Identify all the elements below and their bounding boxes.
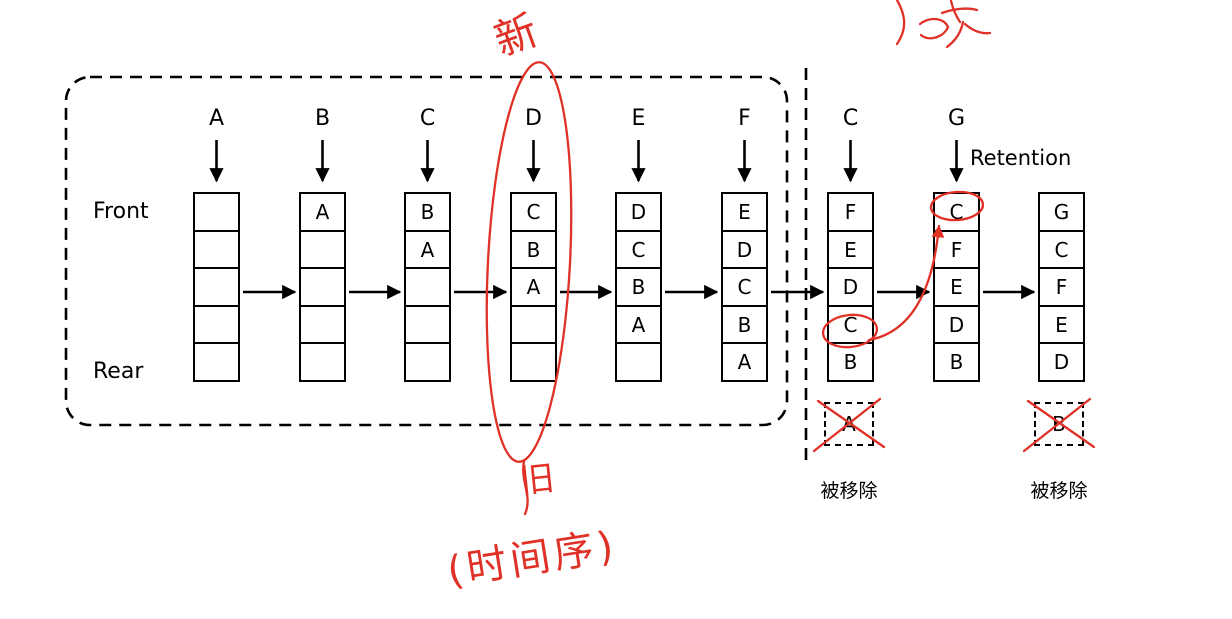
- queue-cell: F: [1038, 267, 1085, 307]
- queue-cell: [615, 342, 662, 382]
- queue-cell: B: [933, 342, 980, 382]
- queue-cell: B: [615, 267, 662, 307]
- queue-cell: A: [615, 304, 662, 345]
- insert-letter-4: D: [525, 106, 542, 131]
- queue-column-9: G C F E D: [1038, 192, 1085, 382]
- queue-column-4: C B A: [510, 192, 557, 382]
- queue-cell: E: [721, 192, 768, 232]
- front-label: Front: [93, 199, 149, 224]
- queue-cell: B: [721, 304, 768, 345]
- queue-cell: B: [404, 192, 451, 232]
- handwritten-new-annotation: 新: [487, 5, 545, 66]
- queue-column-2: A: [299, 192, 346, 382]
- queue-cell: D: [615, 192, 662, 232]
- removed-letter-b: B: [1052, 412, 1066, 436]
- red-handwriting-topright-stroke-6: [963, 22, 992, 35]
- removed-label-b: 被移除: [1030, 480, 1088, 502]
- retention-label: Retention: [970, 146, 1072, 170]
- insert-letter-5: E: [631, 106, 646, 131]
- removed-box-b: B: [1034, 402, 1084, 446]
- queue-cell: D: [933, 304, 980, 345]
- queue-cell: [299, 342, 346, 382]
- queue-cell: C: [615, 229, 662, 270]
- red-retention-arrow: [867, 224, 945, 342]
- red-annotations: [485, 0, 1096, 516]
- removed-box-a: A: [824, 402, 874, 446]
- queue-cell: A: [510, 267, 557, 307]
- red-handwriting-topright-stroke-2: [918, 17, 950, 40]
- removed-label-a: 被移除: [820, 480, 878, 502]
- queue-column-1: [193, 192, 240, 382]
- queue-cell: [299, 267, 346, 307]
- queue-cell: C: [510, 192, 557, 232]
- queue-cell: D: [721, 229, 768, 270]
- queue-cell: E: [827, 229, 874, 270]
- queue-column-3: B A: [404, 192, 451, 382]
- insert-letter-6: F: [738, 106, 751, 131]
- queue-cell: G: [1038, 192, 1085, 232]
- queue-cell: C: [1038, 229, 1085, 270]
- queue-cell: [193, 342, 240, 382]
- queue-cell: [299, 304, 346, 345]
- red-handwriting-topright-stroke-1: [895, 0, 906, 46]
- queue-cell: D: [827, 267, 874, 307]
- handwritten-time-order-annotation: (时间序): [444, 522, 621, 596]
- queue-cell: [404, 267, 451, 307]
- queue-cell: A: [404, 229, 451, 270]
- insert-letter-1: A: [208, 106, 225, 131]
- queue-cell: [193, 229, 240, 270]
- removed-letter-a: A: [842, 412, 856, 436]
- queue-cell: F: [933, 229, 980, 270]
- queue-cell: [193, 267, 240, 307]
- insert-letter-3: C: [419, 106, 436, 131]
- queue-column-7: F E D C B: [827, 192, 874, 382]
- queue-cell: C: [827, 304, 874, 345]
- queue-cell: C: [933, 192, 980, 232]
- insert-letter-7: C: [842, 106, 859, 131]
- queue-cell: [510, 304, 557, 345]
- queue-cell: A: [299, 192, 346, 232]
- queue-cell: [193, 304, 240, 345]
- queue-cell: E: [1038, 304, 1085, 345]
- queue-cell: D: [1038, 342, 1085, 382]
- queue-cell: F: [827, 192, 874, 232]
- queue-cell: [193, 192, 240, 232]
- insert-letter-8: G: [947, 106, 966, 131]
- queue-cell: [299, 229, 346, 270]
- queue-cell: C: [721, 267, 768, 307]
- queue-cell: [404, 304, 451, 345]
- queue-cell: B: [827, 342, 874, 382]
- queue-cell: A: [721, 342, 768, 382]
- red-handwriting-topright-stroke-4: [940, 7, 979, 15]
- queue-cell: B: [510, 229, 557, 270]
- queue-cell: [404, 342, 451, 382]
- handwritten-old-annotation: 旧: [518, 458, 557, 502]
- queue-cell: [510, 342, 557, 382]
- red-handwriting-topright-stroke-3: [949, 0, 962, 24]
- queue-column-6: E D C B A: [721, 192, 768, 382]
- rear-label: Rear: [93, 359, 144, 384]
- queue-column-5: D C B A: [615, 192, 662, 382]
- red-handwriting-topright-stroke-5: [945, 20, 965, 49]
- queue-column-8: C F E D B: [933, 192, 980, 382]
- insert-letter-2: B: [314, 106, 331, 131]
- queue-cell: E: [933, 267, 980, 307]
